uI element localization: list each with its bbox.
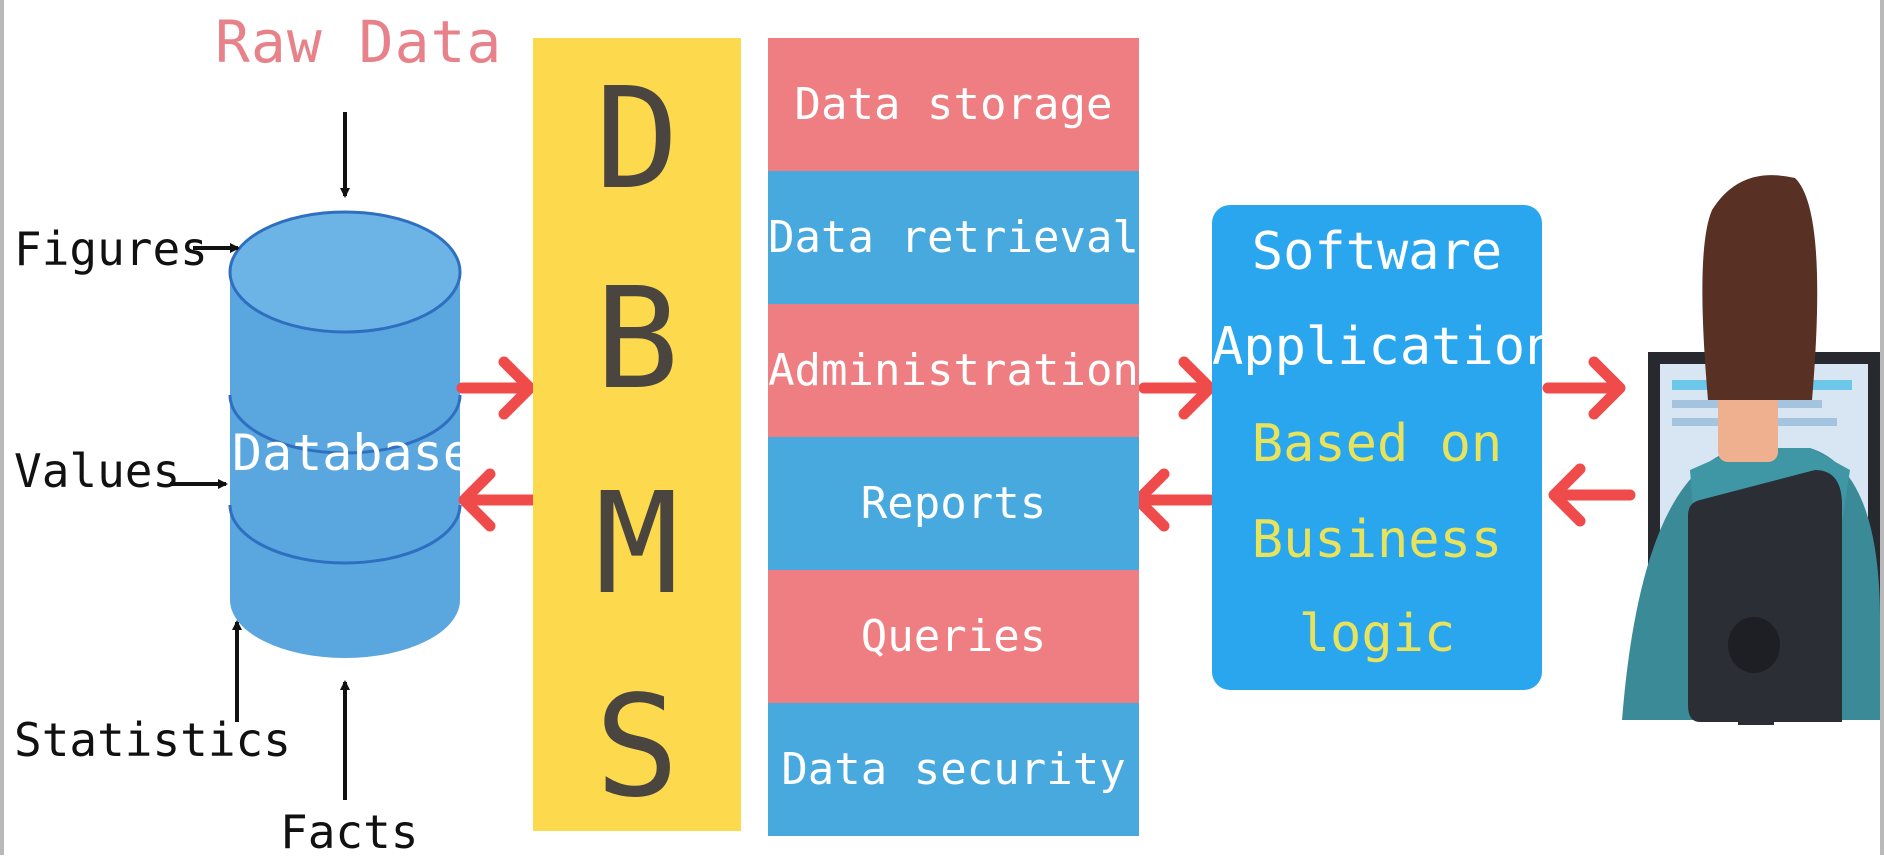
dbms-letter: M (594, 463, 680, 626)
dbms-letter: B (594, 258, 680, 421)
dbms-functions-stack: Data storage Data retrieval Administrati… (768, 38, 1139, 836)
arrow-db-to-dbms (456, 356, 536, 420)
database-cylinder-icon (228, 210, 462, 658)
app-label-business: Business (1251, 510, 1503, 570)
function-administration: Administration (768, 304, 1139, 437)
app-label-application: Application (1212, 317, 1557, 377)
input-label-statistics: Statistics (14, 713, 291, 767)
user-at-computer-icon (1622, 175, 1880, 725)
arrow-functions-to-app (1138, 356, 1216, 420)
arrow-app-to-functions (1132, 468, 1216, 532)
function-data-retrieval: Data retrieval (768, 171, 1139, 304)
dbms-letter: D (594, 58, 680, 221)
app-label-software: Software (1251, 222, 1503, 282)
database-label: Database (232, 424, 473, 482)
app-label-based-on: Based on (1251, 414, 1503, 474)
arrow-dbms-to-db (458, 468, 544, 532)
function-data-storage: Data storage (768, 38, 1139, 171)
input-label-values: Values (14, 444, 181, 498)
raw-data-title: Raw Data (215, 8, 503, 76)
function-data-security: Data security (768, 703, 1139, 836)
input-label-facts: Facts (280, 805, 419, 859)
arrow-app-to-user (1542, 356, 1626, 420)
dbms-bar: D B M S (533, 38, 741, 831)
input-label-figures: Figures (14, 222, 208, 276)
software-application-box (1212, 205, 1542, 690)
arrow-user-to-app (1548, 463, 1636, 527)
dbms-letter: S (594, 666, 680, 829)
function-queries: Queries (768, 570, 1139, 703)
function-reports: Reports (768, 437, 1139, 570)
app-label-logic: logic (1298, 604, 1456, 664)
